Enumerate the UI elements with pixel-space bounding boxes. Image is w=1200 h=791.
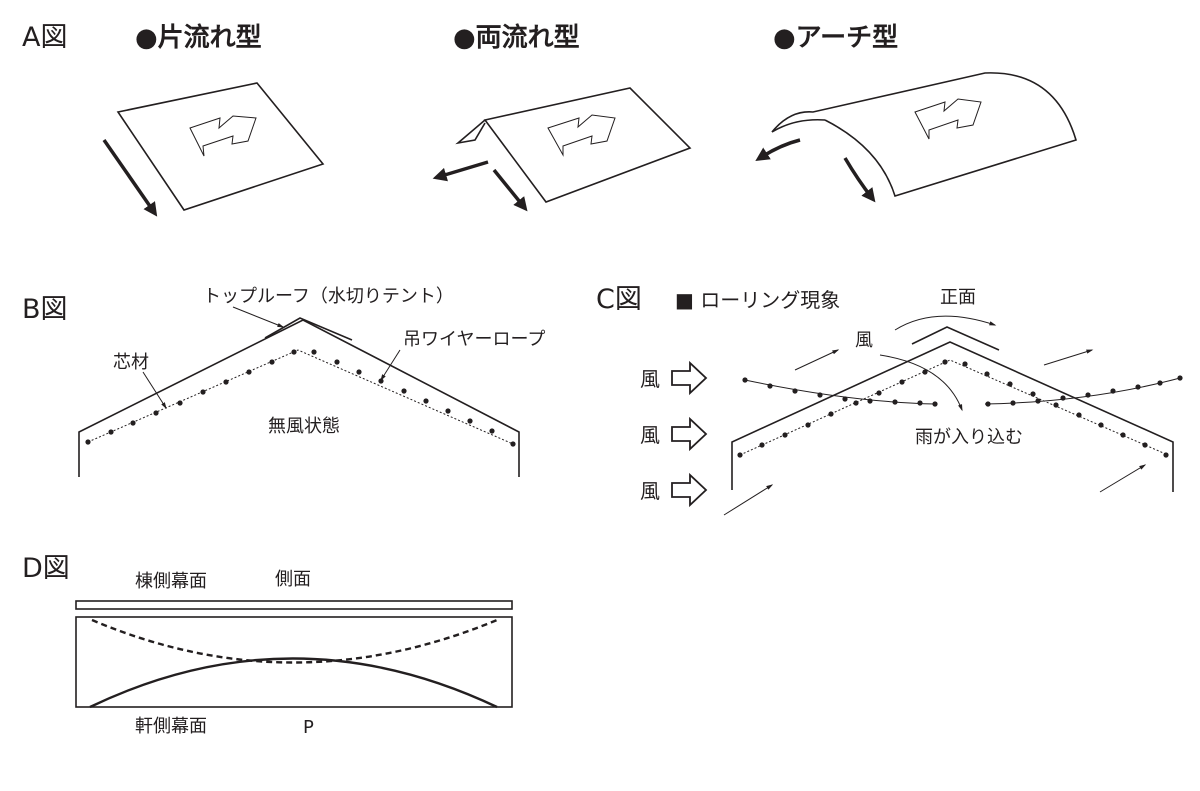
core-material-label: 芯材 [113,352,149,373]
top-roof-label: トップルーフ（水切りテント） [203,286,454,307]
wire-dots [85,349,516,447]
flow-arrow-left [432,160,489,182]
wind-label-2: 風 [640,423,660,447]
fig-a-label: A図 [22,22,67,53]
flow-arrow-right [492,168,528,212]
wind-label-3: 風 [640,479,660,503]
tent-rolling-drawing [723,315,1183,516]
side-label: 側面 [275,569,311,590]
wind-label-1: 風 [640,367,660,391]
double-arrow-icon [189,115,257,157]
flow-arrow [102,139,158,217]
no-wind-state-label: 無風状態 [268,416,340,437]
wind-arrow-icon [671,474,707,506]
gable-roof-drawing [432,87,692,212]
type-arch-title: ●アーチ型 [773,23,898,53]
flow-arrow-right [843,157,876,203]
tent-no-wind-drawing [78,306,520,477]
wind-arrow-icon [671,418,707,450]
wire-dots [737,359,1183,458]
side-view-drawing [75,600,513,709]
mono-slope-roof-drawing [102,82,325,217]
arch-roof-drawing [755,72,1077,203]
type-mono-slope-title: ●片流れ型 [135,23,262,53]
wind-arrow-icon [671,362,707,394]
flow-arrow-left [755,138,801,162]
double-arrow-icon [547,114,616,157]
fig-b-label: B図 [22,294,68,325]
ridge-side-membrane-label: 棟側幕面 [135,571,207,592]
wire-rope-label: 吊ワイヤーロープ [403,329,545,350]
fig-d-label: D図 [22,553,70,584]
eave-side-membrane-label: 軒側幕面 [135,716,207,737]
fig-c-label: C図 [596,284,642,315]
wind-top-label: 風 [855,330,873,351]
double-arrow-icon [914,98,982,140]
p-label: P [303,717,314,738]
type-gable-title: ●両流れ型 [453,23,580,53]
rolling-title: ■ ローリング現象 [675,288,840,312]
rain-enters-label: 雨が入り込む [915,427,1023,448]
front-label: 正面 [940,287,976,308]
